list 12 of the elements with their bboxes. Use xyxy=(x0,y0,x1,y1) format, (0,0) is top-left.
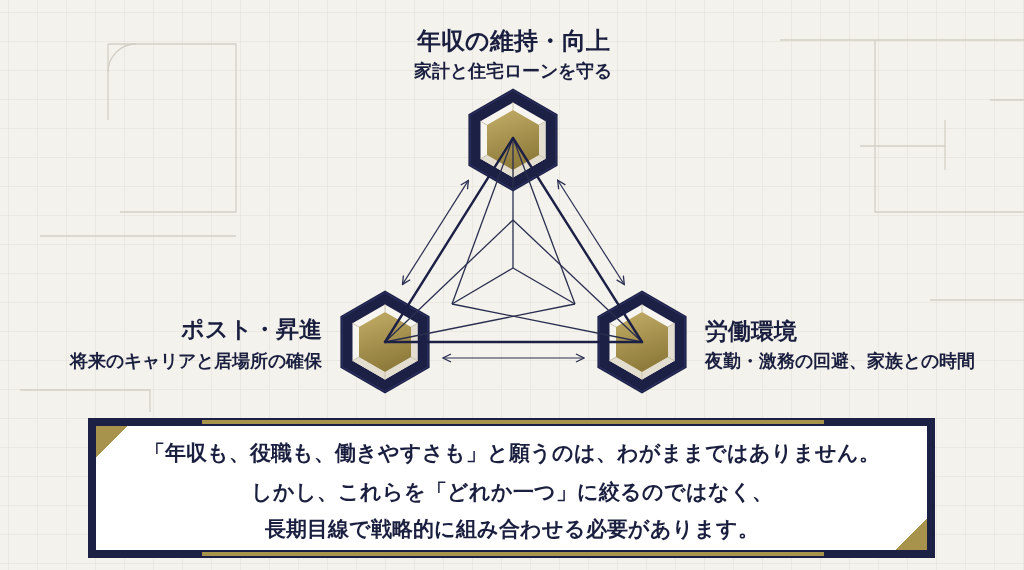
title-text: 労働環境 xyxy=(705,318,797,346)
message-text: 「年収も、役職も、働きやすさも」と願うのは、わがままではありません。 xyxy=(143,440,880,467)
double-arrow xyxy=(557,179,625,286)
message-box xyxy=(88,418,935,558)
subtitle-text: 家計と住宅ローンを守る xyxy=(414,61,612,82)
title-text: 年収の維持・向上 xyxy=(416,27,610,56)
double-arrow xyxy=(401,179,470,286)
title-text: ポスト・昇進 xyxy=(181,316,322,344)
message-text: しかし、これらを「どれか一つ」に絞るのではなく、長期目線で戦略的に組み合わせる必要があります。 xyxy=(249,479,774,543)
subtitle-text: 夜勤・激務の回避、家族との時間 xyxy=(705,351,975,372)
subtitle-text: 将来のキャリアと居場所の確保 xyxy=(70,351,322,372)
double-arrow xyxy=(442,353,585,363)
